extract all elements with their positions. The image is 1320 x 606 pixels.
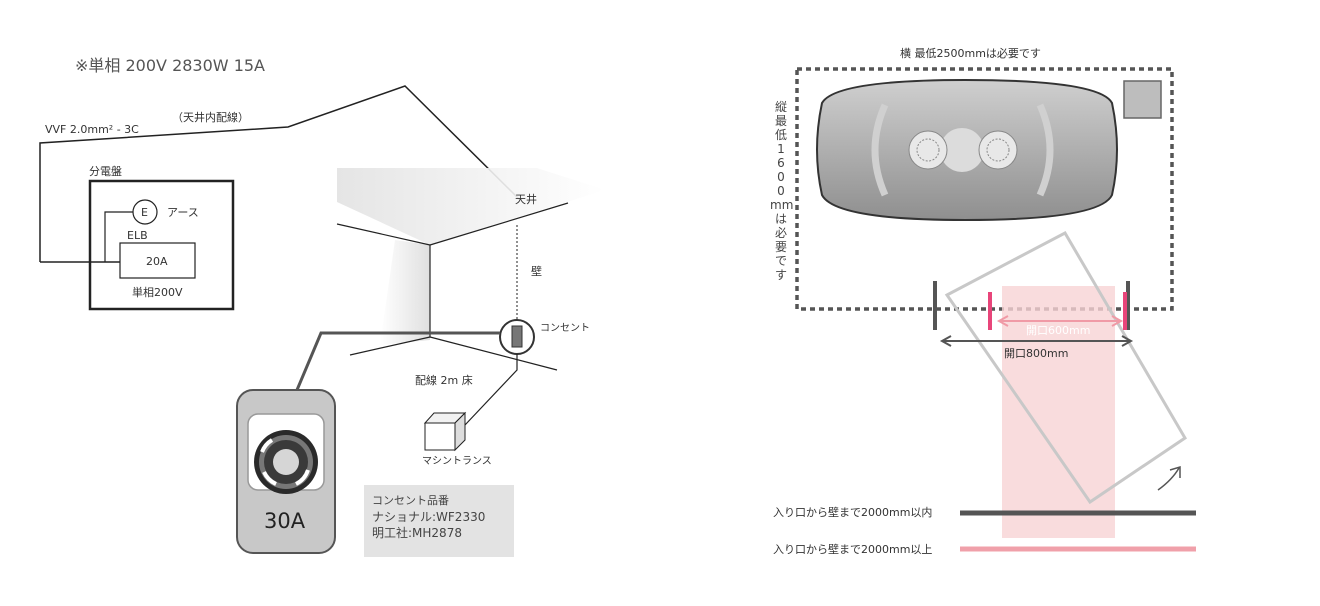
earth-symbol-letter: E (141, 206, 148, 219)
outlet-model-box: コンセント品番 ナショナル:WF2330 明工社:MH2878 (364, 485, 514, 557)
socket-rating: 30A (264, 509, 306, 533)
legend-within-label: 入り口から壁まで2000mm以内 (773, 505, 932, 519)
ceiling-label: 天井 (515, 192, 537, 206)
wall-label: 壁 (531, 264, 542, 278)
outlet-model-line1: ナショナル:WF2330 (372, 510, 486, 524)
distribution-panel (88, 179, 235, 311)
spec-note: ※単相 200V 2830W 15A (75, 56, 265, 75)
opening-600-label: 開口600mm (1026, 324, 1090, 337)
panel-label: 分電盤 (89, 165, 122, 178)
machine-transformer (423, 411, 467, 452)
socket-30a (236, 389, 336, 554)
outlet-model-line2: 明工社:MH2878 (372, 526, 462, 540)
earth-wire (104, 211, 133, 262)
socket-cable (295, 331, 500, 391)
control-box (1123, 80, 1162, 119)
transformer-label: マシントランス (422, 455, 492, 467)
transformer-cable (464, 354, 518, 426)
required-space-outline (795, 67, 1174, 311)
breaker-rating: 20A (146, 255, 168, 268)
earth-label: アース (167, 206, 199, 219)
ceiling-plane (337, 168, 605, 245)
cable-label: VVF 2.0mm² - 3C (45, 123, 139, 136)
machine-top-view (816, 78, 1118, 222)
passage-area (1002, 286, 1115, 538)
rotated-machine-outline (944, 231, 1188, 505)
cable-route-line (39, 85, 521, 262)
opening-800-label: 開口800mm (1004, 347, 1068, 360)
outlet-label: コンセント (540, 322, 590, 334)
wall-plane (380, 240, 430, 345)
elb-label: ELB (127, 229, 148, 242)
outlet-model-title: コンセント品番 (372, 494, 449, 507)
floor-label: 配線 2m 床 (415, 373, 473, 387)
depth-requirement: 縦 最 低 1 6 0 0 mm は 必 要 で す (770, 100, 794, 282)
legend-over-label: 入り口から壁まで2000mm以上 (773, 542, 932, 556)
breaker-box (119, 242, 196, 279)
panel-phase: 単相200V (132, 285, 183, 299)
ceiling-wiring-label: （天井内配線） (172, 110, 249, 124)
rotate-arrow (1157, 467, 1180, 491)
width-requirement: 横 最低2500mmは必要です (900, 46, 1041, 60)
